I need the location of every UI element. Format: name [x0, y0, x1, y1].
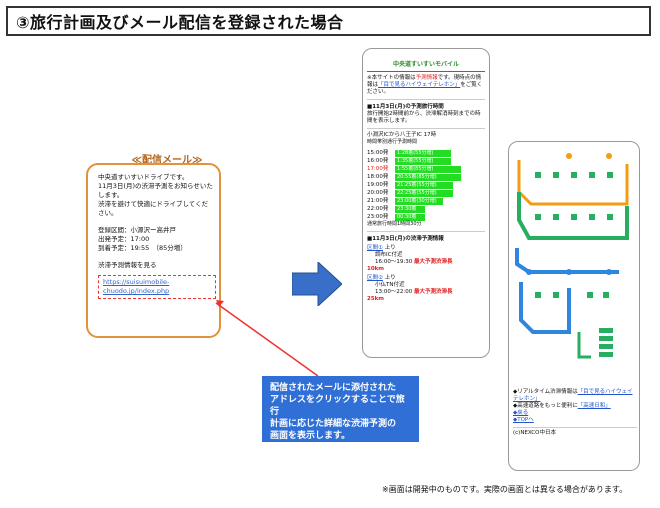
mobile-page: 中央道すいすいモバイル ※本サイトの情報は予測情報です。現時点の情報は「目で見る…: [362, 48, 490, 358]
back-link[interactable]: ◆戻る: [513, 410, 529, 416]
footnote: ※画面は開発中のものです。実際の画面とは異なる場合があります。: [382, 485, 628, 494]
arrival-bar: 1:35着(55分増): [395, 157, 451, 165]
zone-2-link[interactable]: 区間②: [367, 275, 383, 281]
mail-body-intro: 中央道すいすいドライブです。 11月3日(月)の渋滞予測をお知らせいたします。 …: [98, 173, 213, 217]
departure-time: 23:00発: [367, 213, 389, 220]
travel-time-heading: ■11月3日(月)の予測旅行時間: [367, 104, 444, 110]
travel-time-row: 22:00発 23:30着: [367, 205, 485, 213]
congestion-heading: ■11月3日(月)の渋滞予測情報: [367, 236, 444, 242]
zone-2-time: 13:00～22:00: [375, 289, 413, 295]
mobile-site-title: 中央道すいすいモバイル: [367, 61, 485, 72]
arrival-bar: 00:30着: [395, 213, 425, 221]
travel-time-row: 17:00発 1:55着(85分増): [367, 165, 485, 173]
travel-time-row: 19:00発 21:25着(55分増): [367, 181, 485, 189]
notice-text-3: をご覧ください。: [367, 82, 483, 95]
mail-body-schedule: 登録区間：小源沢ー高井戸 出発予定：17:00 到着予定：19:55 （85分増…: [98, 226, 187, 252]
zone-2-length: 25km: [367, 296, 385, 302]
map-footer-links: ◆リアルタイム渋滞情報は「目で見るハイウェイテレホン」 ◆高速道路をもっと便利に…: [513, 389, 637, 437]
normal-travel-time: 通常旅行時間1時間30分: [367, 221, 422, 227]
copyright: (c)NEXCO中日本: [513, 427, 637, 437]
departure-time: 17:00発: [367, 165, 389, 172]
congestion-map-page: ◆リアルタイム渋滞情報は「目で見るハイウェイテレホン」 ◆高速道路をもっと便利に…: [508, 141, 640, 471]
highway-telephone-link[interactable]: 「目で見るハイウェイテレホン」: [378, 82, 461, 88]
arrival-bar: 1:55着(85分増): [395, 165, 461, 173]
travel-time-row: 16:00発 1:35着(55分増): [367, 157, 485, 165]
page-heading: ③旅行計画及びメール配信を登録された場合: [6, 6, 651, 36]
arrival-bar: 23:30着: [395, 205, 425, 213]
explanation-callout: 配信されたメールに添付された アドレスをクリックすることで旅行 計画に応じた詳細…: [262, 376, 419, 442]
zone-1-length: 10km: [367, 266, 385, 272]
zone-2-max: 最大予測渋滞長: [413, 289, 453, 295]
departure-time: 19:00発: [367, 181, 389, 188]
route-text: 小淵沢ICから八王子IC 17時: [367, 132, 437, 138]
arrival-bar: 23:00着(30分増): [395, 197, 443, 205]
arrival-bar: 20:55着(85分増): [395, 173, 461, 181]
zone-2-place: 小仏TN付近: [375, 282, 405, 288]
zone-1-place: 調布IC付近: [375, 252, 403, 258]
travel-time-row: 21:00発 23:00着(30分増): [367, 197, 485, 205]
arrival-bar: 21:25着(55分増): [395, 181, 453, 189]
departure-time: 22:00発: [367, 205, 389, 212]
zone-1-max: 最大予測渋滞長: [413, 259, 453, 265]
travel-time-row: 20:00発 22:25着(55分増): [367, 189, 485, 197]
zone-1-dir: 上り: [382, 245, 396, 251]
realtime-text: ◆リアルタイム渋滞情報は: [513, 389, 578, 395]
travel-time-row: 18:00発 20:55着(85分増): [367, 173, 485, 181]
right-arrow-icon: [292, 262, 342, 306]
zone-2: 区間② 上り: [367, 275, 485, 282]
notice-red: 予測情報: [415, 75, 438, 81]
mail-body-cta: 渋滞予測情報を見る: [98, 261, 157, 269]
notice: ※本サイトの情報は予測情報です。現時点の情報は「目で見るハイウェイテレホン」をご…: [367, 75, 485, 96]
departure-time: 18:00発: [367, 173, 389, 180]
travel-time-row: 23:00発 00:30着: [367, 213, 485, 221]
notice-text-2: です。現時点の情報は: [367, 75, 482, 88]
convenience-text: ◆高速道路をもっと便利に: [513, 403, 578, 409]
zone-1-link[interactable]: 区間①: [367, 245, 383, 251]
travel-time-row: 15:00発 1:28着(55分増): [367, 149, 485, 157]
mail-link[interactable]: https://suisuimobile- chuodo.jp/index.ph…: [98, 275, 216, 299]
mail-title: ≪配信メール≫: [131, 155, 203, 166]
route-subtext: 時間帯別通行予測時間: [367, 139, 418, 145]
zone-1-time-row: 16:00～19:30 最大予測渋滞長: [367, 259, 485, 266]
zone-1-time: 16:00～19:30: [375, 259, 413, 265]
route-map-diagram: [515, 153, 629, 359]
travel-time-desc: 旅行開始2時間前から、渋滞解消時刻までの時間を表示します。: [367, 111, 481, 124]
zone-1: 区間① 上り: [367, 245, 485, 252]
departure-time: 16:00発: [367, 157, 389, 164]
top-link[interactable]: ◆TOPへ: [513, 417, 534, 423]
arrival-bar: 22:25着(55分増): [395, 189, 453, 197]
notice-text: ※本サイトの情報は: [367, 75, 416, 81]
departure-time: 21:00発: [367, 197, 389, 204]
zone-2-time-row: 13:00～22:00 最大予測渋滞長: [367, 289, 485, 296]
realtime-link[interactable]: 「目で見るハイウェイテレホン」: [513, 389, 633, 402]
kousoku-biyori-link[interactable]: 「高速日和」: [577, 403, 611, 409]
arrival-bar: 1:28着(55分増): [395, 149, 451, 157]
zone-2-dir: 上り: [382, 275, 396, 281]
mail-panel: 中央道すいすいドライブです。 11月3日(月)の渋滞予測をお知らせいたします。 …: [86, 163, 221, 338]
departure-time: 20:00発: [367, 189, 389, 196]
departure-time: 15:00発: [367, 149, 389, 156]
